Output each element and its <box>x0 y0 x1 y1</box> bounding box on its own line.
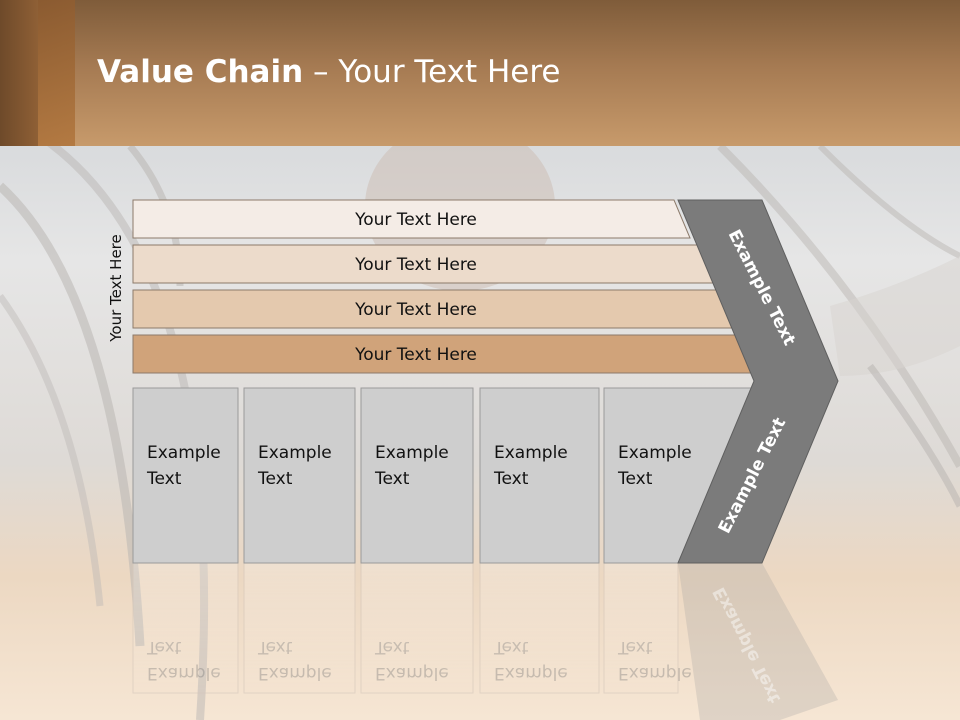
support-bar-label: Your Text Here <box>354 210 477 230</box>
activity-box-line1: Example <box>375 443 449 463</box>
reflection-box <box>243 562 356 694</box>
activity-box-line2: Text <box>146 469 182 489</box>
activity-box <box>243 387 356 564</box>
activity-box-line2: Text <box>493 469 529 489</box>
banner-accent-inner <box>38 0 75 146</box>
support-bar <box>132 199 691 239</box>
slide-title-rest: – Your Text Here <box>303 54 561 90</box>
activity-box-line2: Text <box>617 469 653 489</box>
activity-box <box>479 387 600 564</box>
reflection-box <box>360 562 474 694</box>
activity-box-line2: Text <box>257 469 293 489</box>
activity-box-line1: Example <box>494 443 568 463</box>
support-bar-label: Your Text Here <box>354 300 477 320</box>
activity-box <box>132 387 239 564</box>
activity-box <box>360 387 474 564</box>
title-banner: Value Chain – Your Text Here <box>0 0 960 146</box>
support-bar-label: Your Text Here <box>354 255 477 275</box>
slide-title-bold: Value Chain <box>97 54 304 90</box>
side-label: Your Text Here <box>107 234 125 342</box>
slide-title: Value Chain – Your Text Here <box>97 54 560 90</box>
activity-box-line1: Example <box>258 443 332 463</box>
reflection-box <box>479 562 600 694</box>
chevron-reflection <box>678 563 838 720</box>
reflection-box <box>603 562 679 694</box>
reflection: ExampleTextExampleTextExampleTextExample… <box>132 562 838 720</box>
chevron-shape <box>677 199 839 564</box>
activity-box-line1: Example <box>618 443 692 463</box>
activity-box-line1: Example <box>147 443 221 463</box>
support-bar-label: Your Text Here <box>354 345 477 365</box>
activity-box-line2: Text <box>374 469 410 489</box>
reflection-box <box>132 562 239 694</box>
